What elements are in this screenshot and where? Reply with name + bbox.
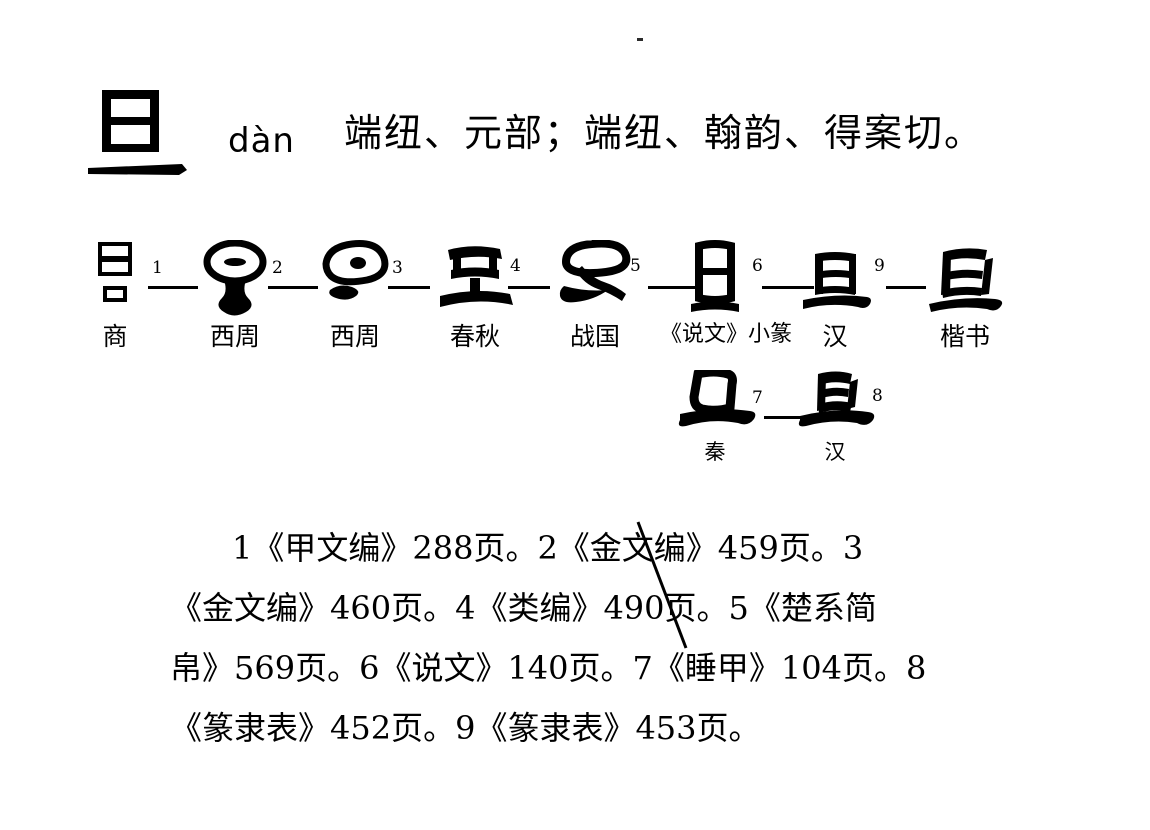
connector-dash-6: [762, 286, 814, 289]
connector-dash-row2: [764, 416, 810, 419]
glyph-han-clerical: [780, 236, 890, 318]
connector-dash-7: [886, 286, 926, 289]
era-label-5: 战国: [569, 322, 620, 351]
evolution-cell-kaishu: 楷书: [910, 236, 1020, 349]
era-label-3: 西周: [329, 322, 380, 351]
pinyin-reading: dàn: [228, 121, 295, 161]
scan-speck-artifact: [637, 38, 643, 41]
superscript-index-3: 3: [392, 258, 403, 278]
headword-glyph: [86, 84, 196, 184]
evolution-cell-7: 秦: [660, 368, 770, 463]
superscript-index-9: 9: [874, 256, 885, 276]
footnote-line-3: 帛》569页。6《说文》140页。7《睡甲》104页。8: [170, 649, 927, 687]
connector-dash-2: [268, 286, 318, 289]
glyph-warring-states: [540, 236, 650, 318]
footnote-block: 1《甲文编》288页。2《金文编》459页。3 《金文编》460页。4《类编》4…: [170, 518, 1000, 758]
glyph-han-clerical-2: [780, 368, 890, 436]
superscript-index-6: 6: [752, 256, 763, 276]
era-label-8: 汉: [824, 440, 846, 464]
glyph-bronze-early: [180, 236, 290, 318]
evolution-cell-3: 西周: [300, 236, 410, 349]
evolution-cell-8: 汉: [780, 368, 890, 463]
superscript-index-8: 8: [872, 386, 883, 406]
evolution-cell-9: 汉: [780, 236, 890, 349]
entry-header: dàn 端纽、元部；端纽、翰韵、得案切。: [0, 88, 1150, 184]
superscript-index-7: 7: [752, 388, 763, 408]
script-evolution-chart: 1 2 3 4 5 6 9: [0, 236, 1150, 649]
era-label-1: 商: [102, 322, 128, 351]
phonology-note: 端纽、元部；端纽、翰韵、得案切。: [344, 111, 985, 155]
footnote-line-2: 《金文编》460页。4《类编》490页。5《楚系简: [170, 589, 877, 627]
superscript-index-5: 5: [630, 256, 641, 276]
glyph-qin-clerical: [660, 368, 770, 436]
evolution-cell-1: 商: [60, 236, 170, 349]
evolution-cell-4: 春秋: [420, 236, 530, 349]
era-label-2: 西周: [209, 322, 260, 351]
era-label-9: 汉: [822, 322, 848, 351]
glyph-regular-kaishu: [910, 236, 1020, 318]
era-label-4: 春秋: [449, 322, 500, 351]
glyph-bronze-late: [300, 236, 410, 318]
footnote-line-4: 《篆隶表》452页。9《篆隶表》453页。: [170, 709, 761, 747]
connector-dash-4: [508, 286, 550, 289]
glyph-small-seal: [660, 236, 770, 318]
evolution-cell-2: 西周: [180, 236, 290, 349]
superscript-index-4: 4: [510, 256, 521, 276]
footnote-line-1: 1《甲文编》288页。2《金文编》459页。3: [232, 529, 864, 567]
evolution-cell-6: 《说文》小篆: [660, 236, 793, 347]
glyph-spring-autumn: [420, 236, 530, 318]
connector-dash-5: [648, 286, 700, 289]
evolution-cell-5: 战国: [540, 236, 650, 349]
era-label-6: 《说文》小篆: [660, 322, 793, 347]
era-label-kaishu: 楷书: [939, 322, 990, 351]
superscript-index-2: 2: [272, 258, 283, 278]
superscript-index-1: 1: [152, 258, 163, 278]
glyph-oracle-bone: [60, 236, 170, 318]
era-label-7: 秦: [704, 440, 726, 464]
connector-dash-1: [148, 286, 198, 289]
connector-dash-3: [388, 286, 430, 289]
